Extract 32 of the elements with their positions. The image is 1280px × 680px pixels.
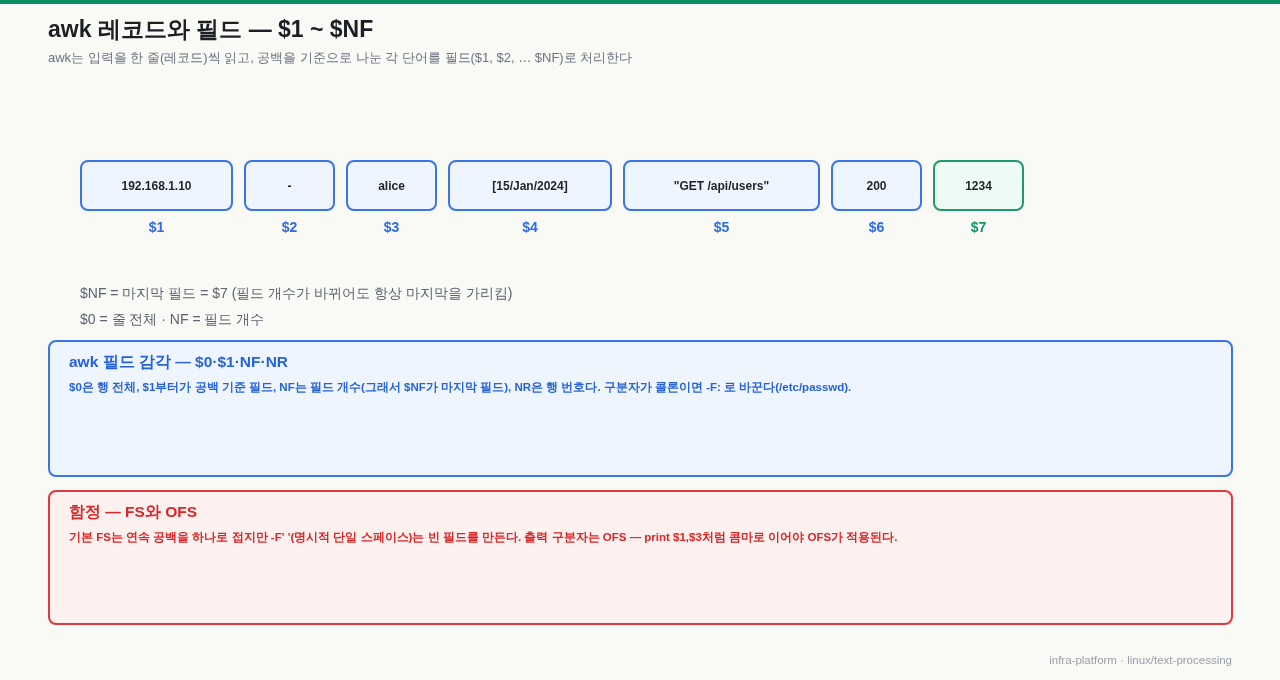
info-callout xyxy=(48,340,1233,477)
field-value: - xyxy=(287,178,292,193)
field-index: $6 xyxy=(867,219,886,235)
field-index: $4 xyxy=(521,219,539,235)
field-value: alice xyxy=(378,178,405,193)
callout-text: $0은 행 전체, $1부터가 공백 기준 필드, NF는 필드 개수(그래서 $NF가 마지막 필드), NR은 행 번호다. 구분자가 콜론이면 -F: 로 바꾼다(/etc/passwd). xyxy=(69,380,853,395)
callout-text: 기본 FS는 연속 공백을 하나로 접지만 -F' '(명시적 단일 스페이스)는 빈 필드를 만든다. 출력 구분자는 OFS — print $1,$3처럼 콤마로 이어야 OFS가 적용된다. xyxy=(69,530,899,545)
callout-heading: 함정 — FS와 OFS xyxy=(69,502,198,522)
field-value: [15/Jan/2024] xyxy=(492,178,568,193)
diagram-title: awk 레코드와 필드 — $1 ~ $NF xyxy=(48,15,374,44)
field-box xyxy=(448,160,612,211)
field-box xyxy=(80,160,233,211)
field-index: $2 xyxy=(280,219,299,235)
field-value: "GET /api/users" xyxy=(673,178,770,193)
field-value: 1234 xyxy=(965,178,992,193)
note-text: $NF = 마지막 필드 = $7 (필드 개수가 바뀌어도 항상 마지막을 가리킴) xyxy=(80,285,513,303)
warning-callout xyxy=(48,490,1233,625)
note-text: $0 = 줄 전체 · NF = 필드 개수 xyxy=(80,311,265,329)
field-value: 192.168.1.10 xyxy=(121,178,192,193)
field-box xyxy=(244,160,335,211)
field-box xyxy=(623,160,820,211)
field-box xyxy=(933,160,1024,211)
field-index: $5 xyxy=(712,219,731,235)
field-index: $3 xyxy=(382,219,401,235)
subtitle: awk는 입력을 한 줄(레코드)씩 읽고, 공백을 기준으로 나눈 각 단어를 필드($1, $2, … $NF)로 처리한다 xyxy=(48,49,633,67)
field-value: 200 xyxy=(866,178,887,193)
field-index: $1 xyxy=(147,219,166,235)
field-box xyxy=(831,160,922,211)
field-box xyxy=(346,160,437,211)
callout-heading: awk 필드 감각 — $0·$1·NF·NR xyxy=(69,352,289,372)
field-index: $7 xyxy=(969,219,988,235)
footer-text: infra-platform · linux/text-processing xyxy=(1049,654,1232,666)
